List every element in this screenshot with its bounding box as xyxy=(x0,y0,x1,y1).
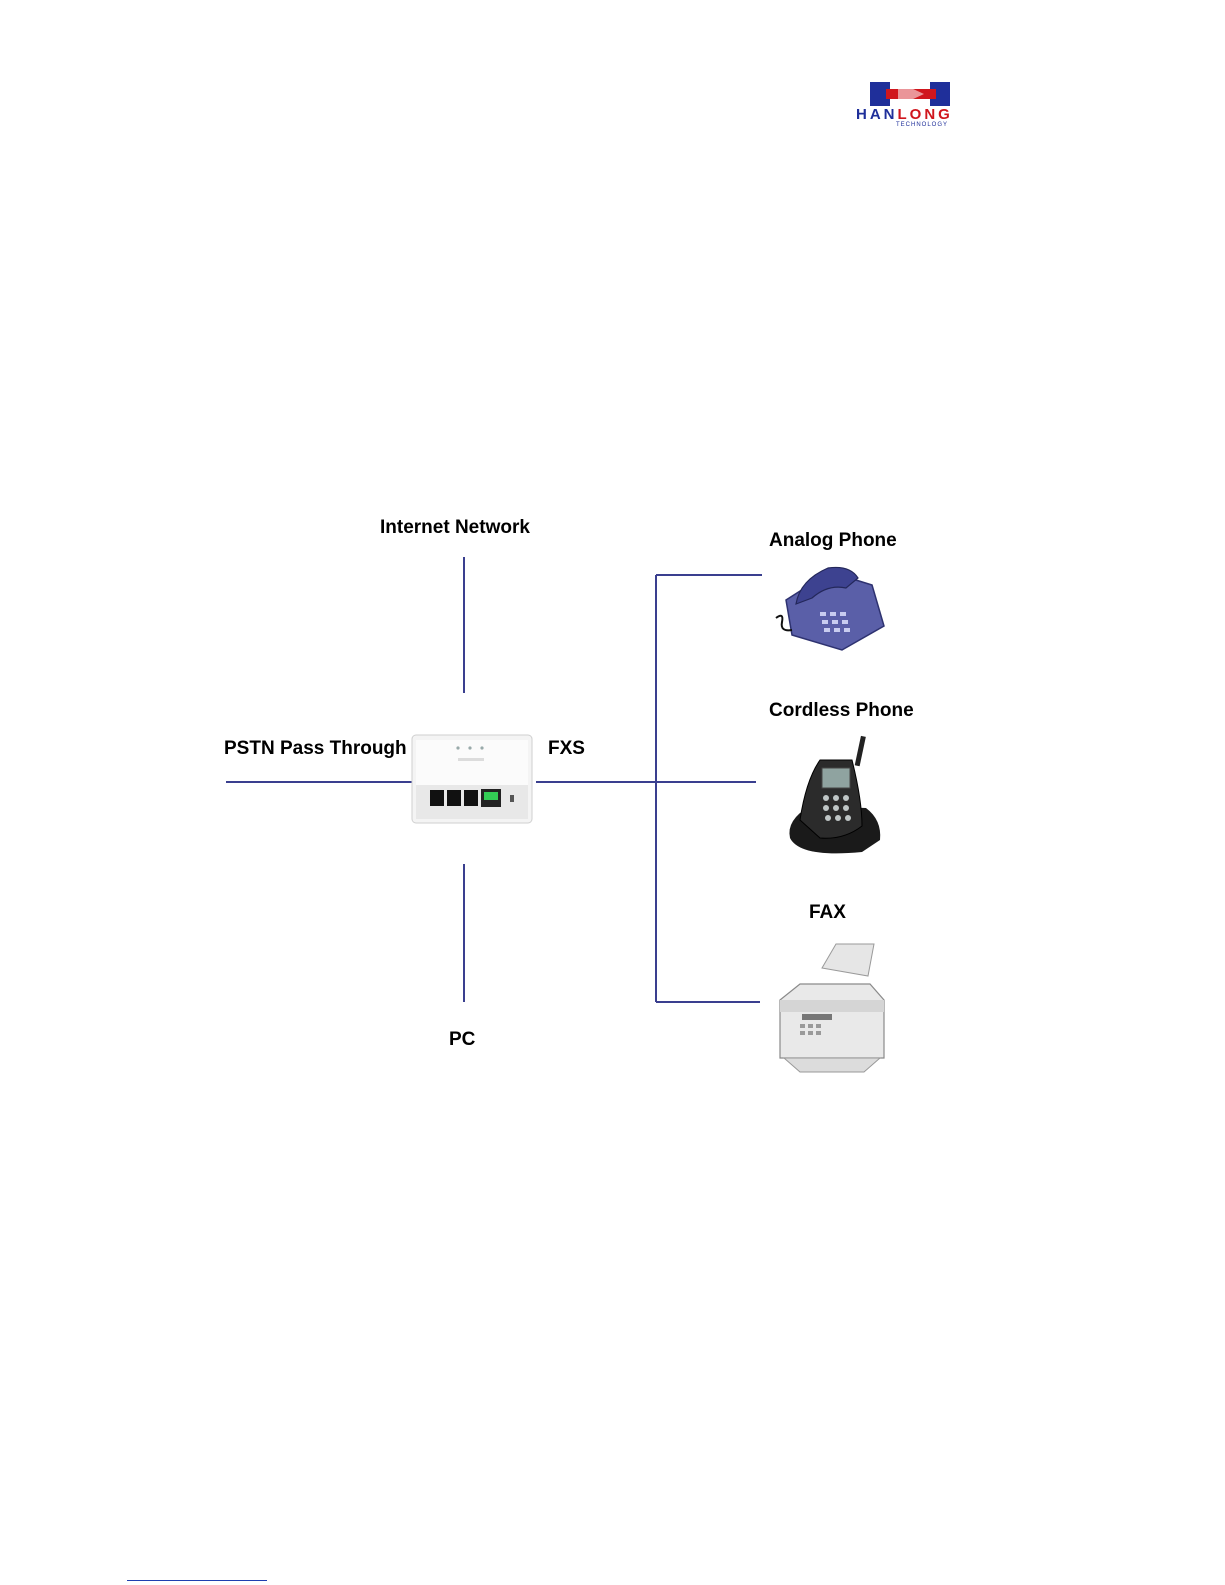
footer-link-underline[interactable] xyxy=(127,1580,267,1581)
analog-phone-icon xyxy=(776,567,884,650)
fax-machine-icon xyxy=(780,944,884,1072)
pc-label: PC xyxy=(449,1029,475,1051)
fxs-label: FXS xyxy=(548,738,585,760)
fax-label: FAX xyxy=(809,902,846,924)
pstn-pass-through-label: PSTN Pass Through xyxy=(224,738,407,760)
cordless-phone-icon xyxy=(789,736,880,853)
internet-network-label: Internet Network xyxy=(380,517,530,539)
cordless-phone-label: Cordless Phone xyxy=(769,700,914,722)
analog-phone-label: Analog Phone xyxy=(769,530,897,552)
ata-device-icon xyxy=(412,735,532,823)
